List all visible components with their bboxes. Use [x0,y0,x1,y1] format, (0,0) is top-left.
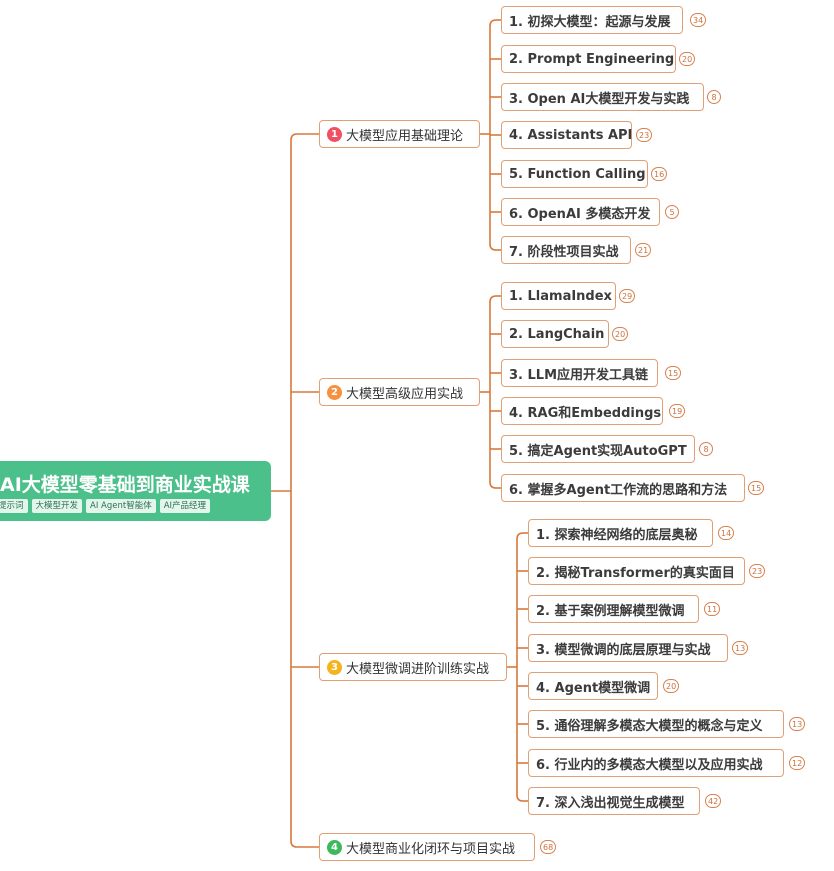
connector-line [516,532,524,667]
count-badge: 14 [718,526,735,540]
subtopic-label: 2. Prompt Engineering [509,51,675,67]
count-badge: 20 [612,327,629,341]
subtopic-node[interactable]: 1. LlamaIndex [501,282,616,310]
count-badge: 29 [619,289,636,303]
subtopic-label: 4. Assistants API [509,127,633,143]
subtopic-label: 4. Agent模型微调 [536,680,651,696]
subtopic-label: 3. Open AI大模型开发与实践 [509,91,690,107]
subtopic-label: 7. 深入浅出视觉生成模型 [536,795,685,811]
topic-node-2[interactable]: 2 大模型高级应用实战 [319,378,480,406]
root-title: AI大模型零基础到商业实战课 [0,474,250,496]
count-badge: 15 [748,481,765,495]
subtopic-node[interactable]: 5. 通俗理解多模态大模型的概念与定义 [528,710,784,738]
subtopic-label: 1. 探索神经网络的底层奥秘 [536,527,698,543]
subtopic-node[interactable]: 7. 阶段性项目实战 [501,236,631,264]
count-badge: 19 [669,404,686,418]
connector-line [516,667,524,802]
count-badge: 34 [690,13,707,27]
subtopic-node[interactable]: 4. Assistants API [501,121,632,149]
subtopic-node[interactable]: 6. 掌握多Agent工作流的思路和方法 [501,474,745,502]
subtopic-label: 2. 基于案例理解模型微调 [536,603,685,619]
topic-node-4[interactable]: 4 大模型商业化闭环与项目实战 [319,833,535,861]
subtopic-node[interactable]: 5. 搞定Agent实现AutoGPT [501,435,695,463]
subtopic-node[interactable]: 2. 揭秘Transformer的真实面目 [528,557,745,585]
count-badge: 11 [704,602,721,616]
subtopic-label: 6. OpenAI 多模态开发 [509,206,651,222]
subtopic-label: 7. 阶段性项目实战 [509,244,619,260]
topic-node-1[interactable]: 1 大模型应用基础理论 [319,120,480,148]
count-badge: 23 [636,128,653,142]
topic-label: 大模型商业化闭环与项目实战 [346,841,516,857]
count-badge: 8 [707,90,721,104]
subtopic-node[interactable]: 5. Function Calling [501,160,648,188]
priority-4-marker-icon: 4 [327,839,342,855]
subtopic-node[interactable]: 6. OpenAI 多模态开发 [501,198,660,226]
topic-label: 大模型微调进阶训练实战 [346,661,490,677]
count-badge: 23 [749,564,766,578]
count-badge: 16 [651,167,668,181]
count-badge: 20 [663,679,680,693]
root-tag: AI Agent智能体 [86,499,156,513]
root-tag: 大模型开发 [31,499,83,513]
count-badge: 20 [679,52,696,66]
subtopic-node[interactable]: 2. Prompt Engineering [501,45,676,73]
subtopic-label: 5. 通俗理解多模态大模型的概念与定义 [536,718,763,734]
connector-line [290,491,298,848]
subtopic-label: 6. 掌握多Agent工作流的思路和方法 [509,482,728,498]
count-badge: 13 [789,717,806,731]
subtopic-label: 4. RAG和Embeddings [509,405,662,421]
subtopic-label: 1. 初探大模型：起源与发展 [509,14,671,30]
subtopic-node[interactable]: 4. RAG和Embeddings [501,397,663,425]
root-tag: AI产品经理 [159,499,211,513]
subtopic-label: 2. 揭秘Transformer的真实面目 [536,565,735,581]
subtopic-node[interactable]: 1. 初探大模型：起源与发展 [501,6,683,34]
subtopic-label: 6. 行业内的多模态大模型以及应用实战 [536,757,763,773]
priority-1-marker-icon: 1 [327,126,342,142]
count-badge: 8 [699,442,713,456]
count-badge: 21 [635,243,652,257]
count-badge: 42 [705,794,722,808]
subtopic-node[interactable]: 6. 行业内的多模态大模型以及应用实战 [528,749,784,777]
count-badge: 68 [540,840,557,854]
priority-3-marker-icon: 3 [327,659,342,675]
subtopic-node[interactable]: 7. 深入浅出视觉生成模型 [528,787,700,815]
topic-node-3[interactable]: 3 大模型微调进阶训练实战 [319,653,507,681]
subtopic-label: 1. LlamaIndex [509,288,612,304]
count-badge: 13 [732,641,749,655]
subtopic-node[interactable]: 1. 探索神经网络的底层奥秘 [528,519,713,547]
count-badge: 15 [665,366,682,380]
priority-2-marker-icon: 2 [327,384,342,400]
subtopic-node[interactable]: 4. Agent模型微调 [528,672,658,700]
connector-line [489,295,497,392]
connector-line [489,134,497,251]
count-badge: 5 [665,205,679,219]
subtopic-node[interactable]: 3. 模型微调的底层原理与实战 [528,634,728,662]
count-badge: 12 [789,756,806,770]
subtopic-node[interactable]: 2. LangChain [501,320,609,348]
root-tags: 提示词 大模型开发 AI Agent智能体 AI产品经理 [0,499,211,513]
subtopic-label: 3. 模型微调的底层原理与实战 [536,642,711,658]
subtopic-node[interactable]: 3. LLM应用开发工具链 [501,359,658,387]
subtopic-label: 5. Function Calling [509,166,646,182]
topic-label: 大模型应用基础理论 [346,128,464,144]
topic-label: 大模型高级应用实战 [346,386,464,402]
root-node[interactable]: AI大模型零基础到商业实战课 提示词 大模型开发 AI Agent智能体 AI产… [0,461,271,521]
subtopic-node[interactable]: 2. 基于案例理解模型微调 [528,595,699,623]
connector-line [290,133,298,491]
subtopic-label: 5. 搞定Agent实现AutoGPT [509,443,687,459]
connector-line [489,392,497,489]
subtopic-label: 2. LangChain [509,326,605,342]
subtopic-node[interactable]: 3. Open AI大模型开发与实践 [501,83,704,111]
subtopic-label: 3. LLM应用开发工具链 [509,367,649,383]
connector-line [489,19,497,134]
root-tag: 提示词 [0,499,28,513]
